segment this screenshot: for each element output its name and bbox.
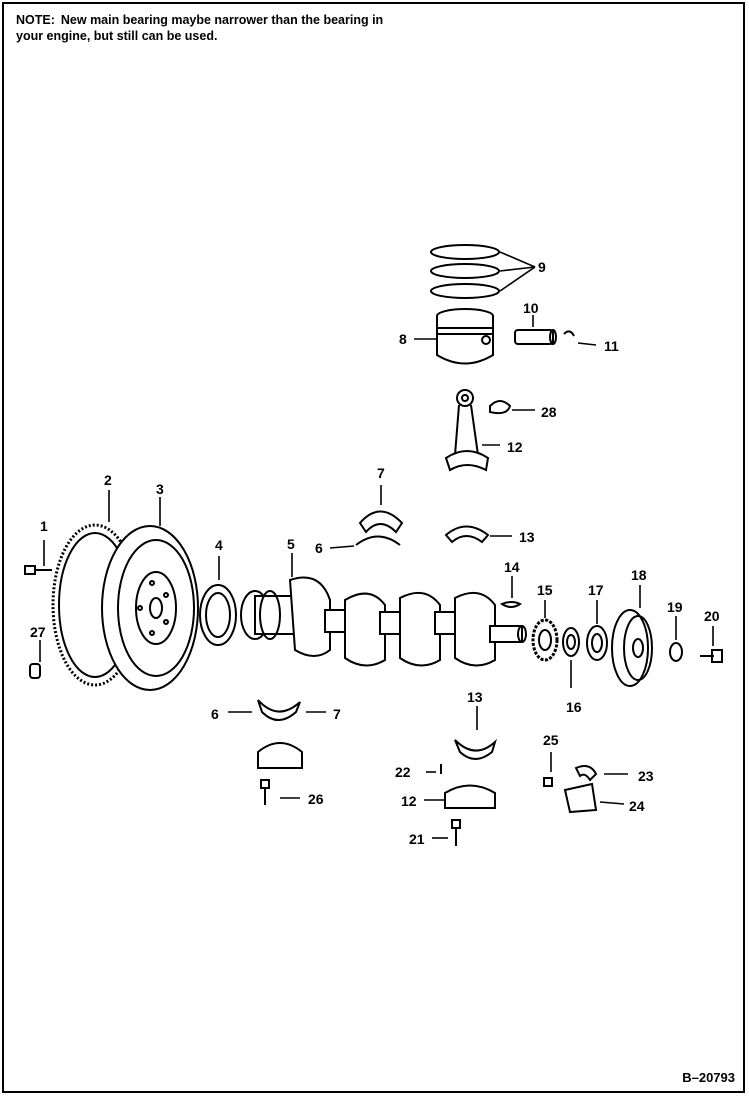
rod-bearing-lower (454, 738, 497, 760)
connecting-rod (444, 389, 490, 472)
leader-lines (39, 251, 714, 839)
main-bearing-upper (358, 510, 404, 534)
front-seal (586, 625, 608, 661)
bracket (563, 782, 598, 814)
callout-27: 27 (30, 624, 46, 640)
oil-slinger (562, 627, 580, 657)
rod-cap-bolt (451, 819, 461, 846)
note-body: New main bearing maybe narrower than the… (16, 13, 384, 43)
main-cap-bolt (260, 779, 270, 805)
callout-6-upper: 6 (315, 540, 323, 556)
main-bearing-lower (257, 699, 301, 721)
callout-23: 23 (638, 768, 654, 784)
oil-elbow (574, 765, 598, 782)
rod-cap (444, 784, 496, 809)
rear-seal (199, 584, 237, 646)
callout-2: 2 (104, 472, 112, 488)
snap-ring (563, 330, 575, 337)
callout-13-lower: 13 (467, 689, 483, 705)
callout-22: 22 (395, 764, 411, 780)
thrust-washer-upper (355, 535, 401, 546)
callout-12-lower: 12 (401, 793, 417, 809)
callout-13-upper: 13 (519, 529, 535, 545)
pulley-washer (669, 642, 683, 662)
callout-18: 18 (631, 567, 647, 583)
callout-12-upper: 12 (507, 439, 523, 455)
callout-15: 15 (537, 582, 553, 598)
callout-4: 4 (215, 537, 223, 553)
pulley-bolt (700, 649, 723, 663)
callout-17: 17 (588, 582, 604, 598)
callout-19: 19 (667, 599, 683, 615)
piston-pin (514, 329, 557, 345)
callout-25: 25 (543, 732, 559, 748)
locating-pin (543, 777, 553, 787)
callout-5: 5 (287, 536, 295, 552)
note-lead: NOTE: (16, 13, 55, 27)
crank-pulley (611, 609, 653, 687)
callout-8: 8 (399, 331, 407, 347)
note-text: NOTE:New main bearing maybe narrower tha… (16, 12, 386, 44)
key (499, 601, 522, 608)
piston (436, 308, 494, 365)
callout-20: 20 (704, 608, 720, 624)
flywheel (101, 525, 199, 691)
rod-bearing-upper (444, 525, 490, 544)
piston-rings (430, 244, 500, 299)
callout-16: 16 (566, 699, 582, 715)
callout-9: 9 (538, 259, 546, 275)
callout-21: 21 (409, 831, 425, 847)
crankshaft (240, 576, 527, 667)
callout-6-lower: 6 (211, 706, 219, 722)
callout-3: 3 (156, 481, 164, 497)
flywheel-bolt (24, 565, 52, 575)
main-bearing-cap (257, 742, 303, 769)
rod-bushing (489, 400, 512, 415)
callout-14: 14 (504, 559, 520, 575)
callout-1: 1 (40, 518, 48, 534)
dowel-pin (29, 663, 41, 679)
callout-26: 26 (308, 791, 324, 807)
figure-number: B–20793 (682, 1070, 735, 1085)
callout-10: 10 (523, 300, 539, 316)
callout-24: 24 (629, 798, 645, 814)
callout-7-upper: 7 (377, 465, 385, 481)
callout-7-lower: 7 (333, 706, 341, 722)
callout-11: 11 (604, 338, 619, 354)
callout-28: 28 (541, 404, 557, 420)
crank-gear (531, 618, 559, 662)
